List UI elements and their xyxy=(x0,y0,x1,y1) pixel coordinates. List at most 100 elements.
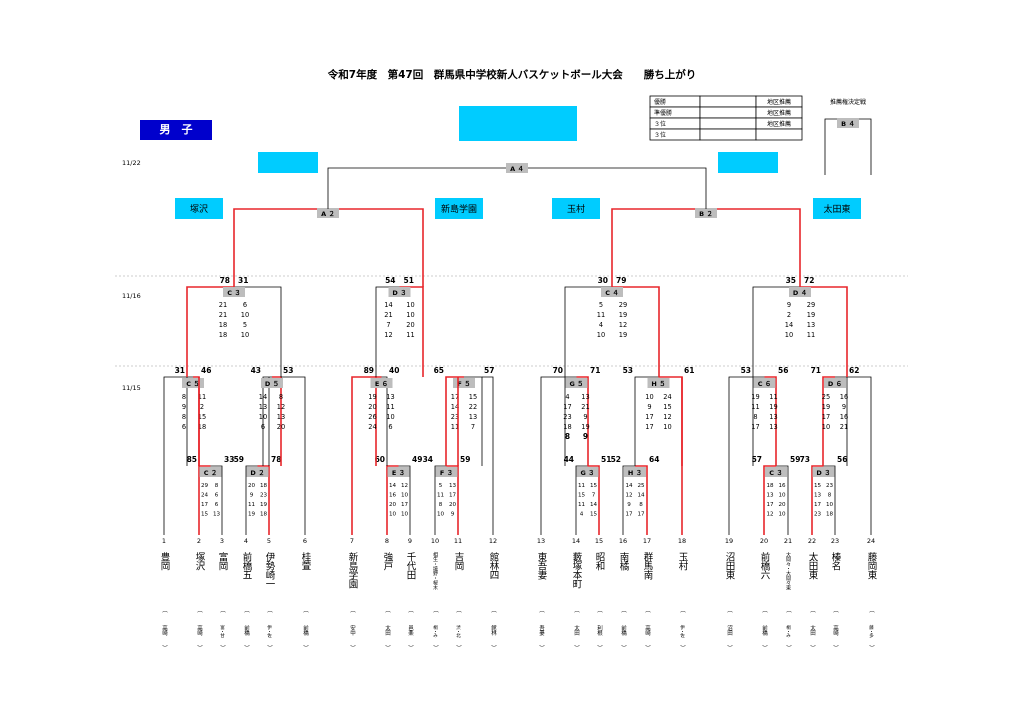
r2-quarter-right: 10 xyxy=(663,423,671,431)
r1-quarter-left: 29 xyxy=(201,483,209,489)
r2-match-label: D ６ xyxy=(828,380,842,388)
r2-quarter-right: 16 xyxy=(840,413,848,421)
r1-match-label-bg xyxy=(624,467,646,477)
school-paren-close: ） xyxy=(196,644,203,650)
qf-quarter-left: 5 xyxy=(599,301,603,309)
r2-branch-left xyxy=(186,376,193,466)
r2-quarter-left: 11 xyxy=(751,403,759,411)
r2-branch-right xyxy=(835,376,848,466)
school-paren-open: （ xyxy=(219,607,226,614)
qf-quarter-left: 14 xyxy=(384,301,392,309)
r2-quarter-right: 10 xyxy=(386,413,394,421)
school-paren-open: （ xyxy=(644,607,651,614)
school-paren-close: ） xyxy=(302,644,309,650)
qf-quarter-right: 10 xyxy=(241,311,249,319)
team-number: 5 xyxy=(267,537,271,545)
r2-quarter-right: 13 xyxy=(581,393,589,401)
qf-quarter-right: 29 xyxy=(619,301,627,309)
school-paren-open: （ xyxy=(384,607,391,614)
sf-branch-right xyxy=(706,208,801,287)
r1-quarter-right: 14 xyxy=(637,493,645,499)
r1-quarter-right: 8 xyxy=(828,493,832,499)
r2-branch-right xyxy=(381,376,388,466)
r1-score-right: 51 xyxy=(601,455,611,464)
school-paren-open: （ xyxy=(573,607,580,614)
r1-quarter-right: 10 xyxy=(401,493,409,499)
school-paren-close: ） xyxy=(455,644,462,650)
qf-quarter-right: 19 xyxy=(619,311,627,319)
r2-score-right: 71 xyxy=(590,366,600,375)
r2-match-label-bg xyxy=(753,378,776,388)
r1-quarter-left: 10 xyxy=(389,512,397,518)
legend-place: 準優勝 xyxy=(654,109,672,117)
r1-score-right: 59 xyxy=(790,455,800,464)
r2-quarter-left: 19 xyxy=(822,403,830,411)
qf-quarter-right: 6 xyxy=(243,301,247,309)
school-paren-close: ） xyxy=(384,644,391,650)
qf-quarter-right: 5 xyxy=(243,321,247,329)
school-district: 沼田 xyxy=(726,624,733,637)
school-paren-close: ） xyxy=(538,644,545,650)
r1-match-label-bg xyxy=(387,467,410,477)
r1-branch-left xyxy=(575,465,588,535)
team-name: 相生・境野・桜木 xyxy=(432,551,438,591)
qf-quarter-left: 7 xyxy=(386,321,390,329)
r2-quarter-left: 26 xyxy=(368,413,376,421)
r2-quarter-right: 11 xyxy=(386,403,394,411)
school-district: 伊・佐 xyxy=(267,624,272,639)
r1-quarter-right: 15 xyxy=(590,512,598,518)
r1-quarter-right: 6 xyxy=(215,502,219,508)
team-number: 2 xyxy=(197,537,201,545)
school-paren-open: （ xyxy=(161,607,168,614)
qf-score-left: 35 xyxy=(786,276,796,285)
school-district: 桐・み xyxy=(786,624,791,639)
school-district: 富・甘 xyxy=(220,624,225,639)
r2-quarter-right: 16 xyxy=(840,393,848,401)
qf-quarter-right: 10 xyxy=(406,311,414,319)
qf-quarter-right: 10 xyxy=(241,331,249,339)
r1-score-right: 33 xyxy=(224,455,234,464)
r1-score-left: 34 xyxy=(423,455,433,464)
r2-quarter-right: 20 xyxy=(277,423,285,431)
school-paren-close: ） xyxy=(785,644,792,650)
legend-gap-cell xyxy=(699,95,757,108)
qf-quarter-left: 2 xyxy=(787,311,791,319)
qf-score-left: 54 xyxy=(385,276,395,285)
division-label: 男 子 xyxy=(159,123,193,136)
r2-match-label: C ５ xyxy=(186,380,200,388)
r1-quarter-right: 10 xyxy=(401,512,409,518)
r1-branch-left xyxy=(434,465,447,535)
r2-branch-right xyxy=(272,376,282,466)
r2-match-label-bg xyxy=(370,378,393,388)
team-name: 沼田東 xyxy=(724,552,736,580)
r1-score-left: 60 xyxy=(375,455,385,464)
r1-match-label-bg xyxy=(435,467,458,477)
school-district: 吾妻 xyxy=(538,625,545,637)
r1-score-right: 78 xyxy=(271,455,281,464)
semifinalist-name: 太田東 xyxy=(823,203,850,215)
school-paren-open: （ xyxy=(266,607,273,614)
school-paren-close: ） xyxy=(868,644,875,650)
r2-bye-branch xyxy=(728,376,753,535)
legend-place: 優勝 xyxy=(654,98,666,106)
school-district: 高崎 xyxy=(644,624,651,636)
r2-score-left: 70 xyxy=(553,366,563,375)
team-name: 新島学園 xyxy=(347,551,359,589)
r2-branch-right xyxy=(658,376,683,466)
r1-quarter-left: 14 xyxy=(625,483,633,489)
qf-branch-right xyxy=(612,286,660,377)
r1-quarter-right: 19 xyxy=(260,502,268,508)
r1-quarter-left: 12 xyxy=(625,493,632,499)
r2-quarter-left: 11 xyxy=(451,423,459,431)
team-name: 昭和 xyxy=(594,552,606,571)
r2-quarter-left: 23 xyxy=(563,413,571,421)
school-paren-close: ） xyxy=(679,644,686,650)
school-district: 渋・北 xyxy=(456,624,461,639)
team-name: 藪塚本町 xyxy=(571,551,583,588)
team-name: 南橘 xyxy=(618,551,630,570)
qf-branch-right xyxy=(234,286,282,377)
r1-score-left: 57 xyxy=(752,455,762,464)
semifinalist-box xyxy=(175,198,223,219)
r2-branch-left xyxy=(822,376,835,466)
team-number: 11 xyxy=(454,537,462,545)
